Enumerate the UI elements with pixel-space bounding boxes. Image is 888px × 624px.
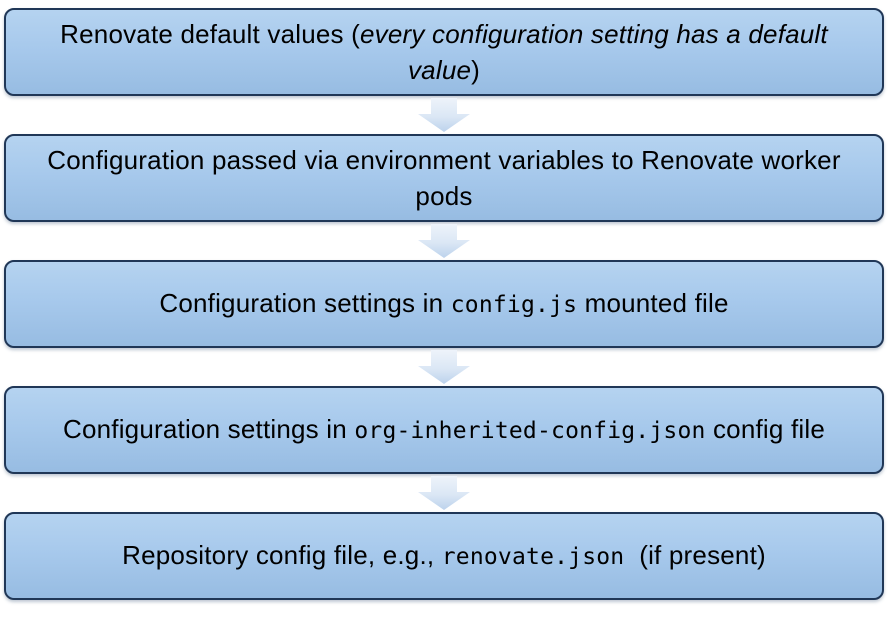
connector	[418, 222, 470, 260]
flow-box-text: Configuration passed via environment var…	[24, 142, 864, 214]
connector	[418, 474, 470, 512]
down-arrow-icon	[418, 224, 470, 258]
text-segment: Configuration settings in	[159, 288, 451, 318]
flow-box-text: Renovate default values (every configura…	[24, 16, 864, 88]
text-segment: Configuration settings in	[62, 414, 355, 444]
flow-box-repository-config: Repository config file, e.g., renovate.j…	[4, 512, 884, 600]
connector	[418, 96, 470, 134]
down-arrow-icon	[418, 350, 470, 384]
text-segment: Renovate default values (	[60, 19, 361, 49]
text-segment: mounted file	[577, 288, 729, 318]
down-arrow-icon	[418, 476, 470, 510]
code-segment: renovate.json	[441, 544, 625, 570]
text-segment: Repository config file, e.g.,	[122, 540, 442, 570]
flow-box-text: Configuration settings in org-inherited-…	[63, 411, 825, 449]
code-segment: config.js	[450, 292, 578, 318]
text-segment: (if present)	[624, 540, 766, 570]
flow-box-text: Configuration settings in config.js moun…	[159, 285, 728, 323]
text-segment: config file	[705, 414, 826, 444]
connector	[418, 348, 470, 386]
flow-box-text: Repository config file, e.g., renovate.j…	[122, 537, 766, 575]
flow-box-renovate-defaults: Renovate default values (every configura…	[4, 8, 884, 96]
flow-box-org-inherited-config: Configuration settings in org-inherited-…	[4, 386, 884, 474]
flow-box-config-js: Configuration settings in config.js moun…	[4, 260, 884, 348]
text-segment: )	[471, 55, 480, 85]
text-segment-italic: every configuration setting has a defaul…	[360, 19, 836, 85]
code-segment: org-inherited-config.json	[354, 418, 706, 444]
flow-box-env-variables: Configuration passed via environment var…	[4, 134, 884, 222]
text-segment: Configuration passed via environment var…	[47, 145, 849, 211]
down-arrow-icon	[418, 98, 470, 132]
